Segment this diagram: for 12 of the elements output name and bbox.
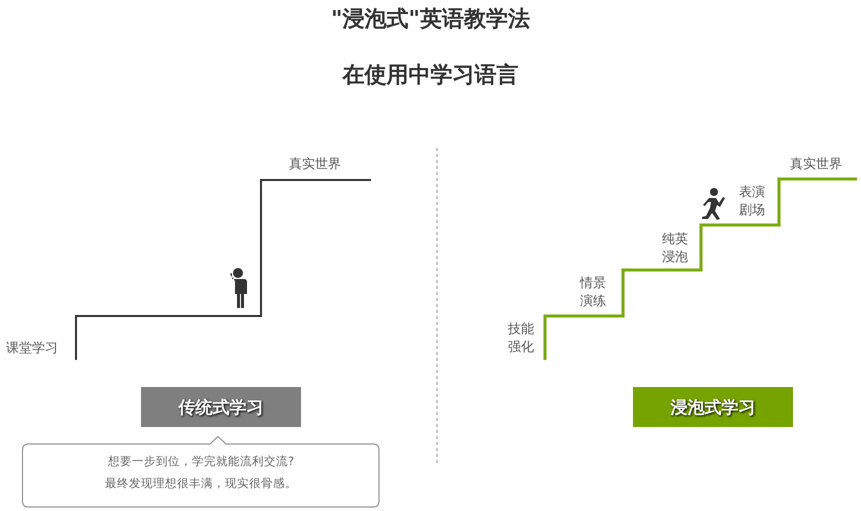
step-label: 真实世界	[289, 156, 341, 174]
subtitle: 在使用中学习语言	[341, 62, 520, 90]
step-label: 情景演练	[580, 275, 607, 311]
step-label: 真实世界	[790, 156, 842, 174]
method-box: 浸泡式学习	[633, 387, 793, 427]
step-label: 表演剧场	[739, 184, 766, 220]
method-box: 传统式学习	[141, 387, 301, 427]
step-label: 技能强化	[508, 321, 535, 357]
speech-bubble: 想要一步到位，学完就能流利交流? 最终发现理想很丰满，现实很骨感。	[22, 436, 380, 508]
step-label: 课堂学习	[6, 340, 58, 358]
title: "浸泡式"英语教学法	[330, 6, 531, 34]
step-label: 纯英浸泡	[662, 231, 689, 267]
